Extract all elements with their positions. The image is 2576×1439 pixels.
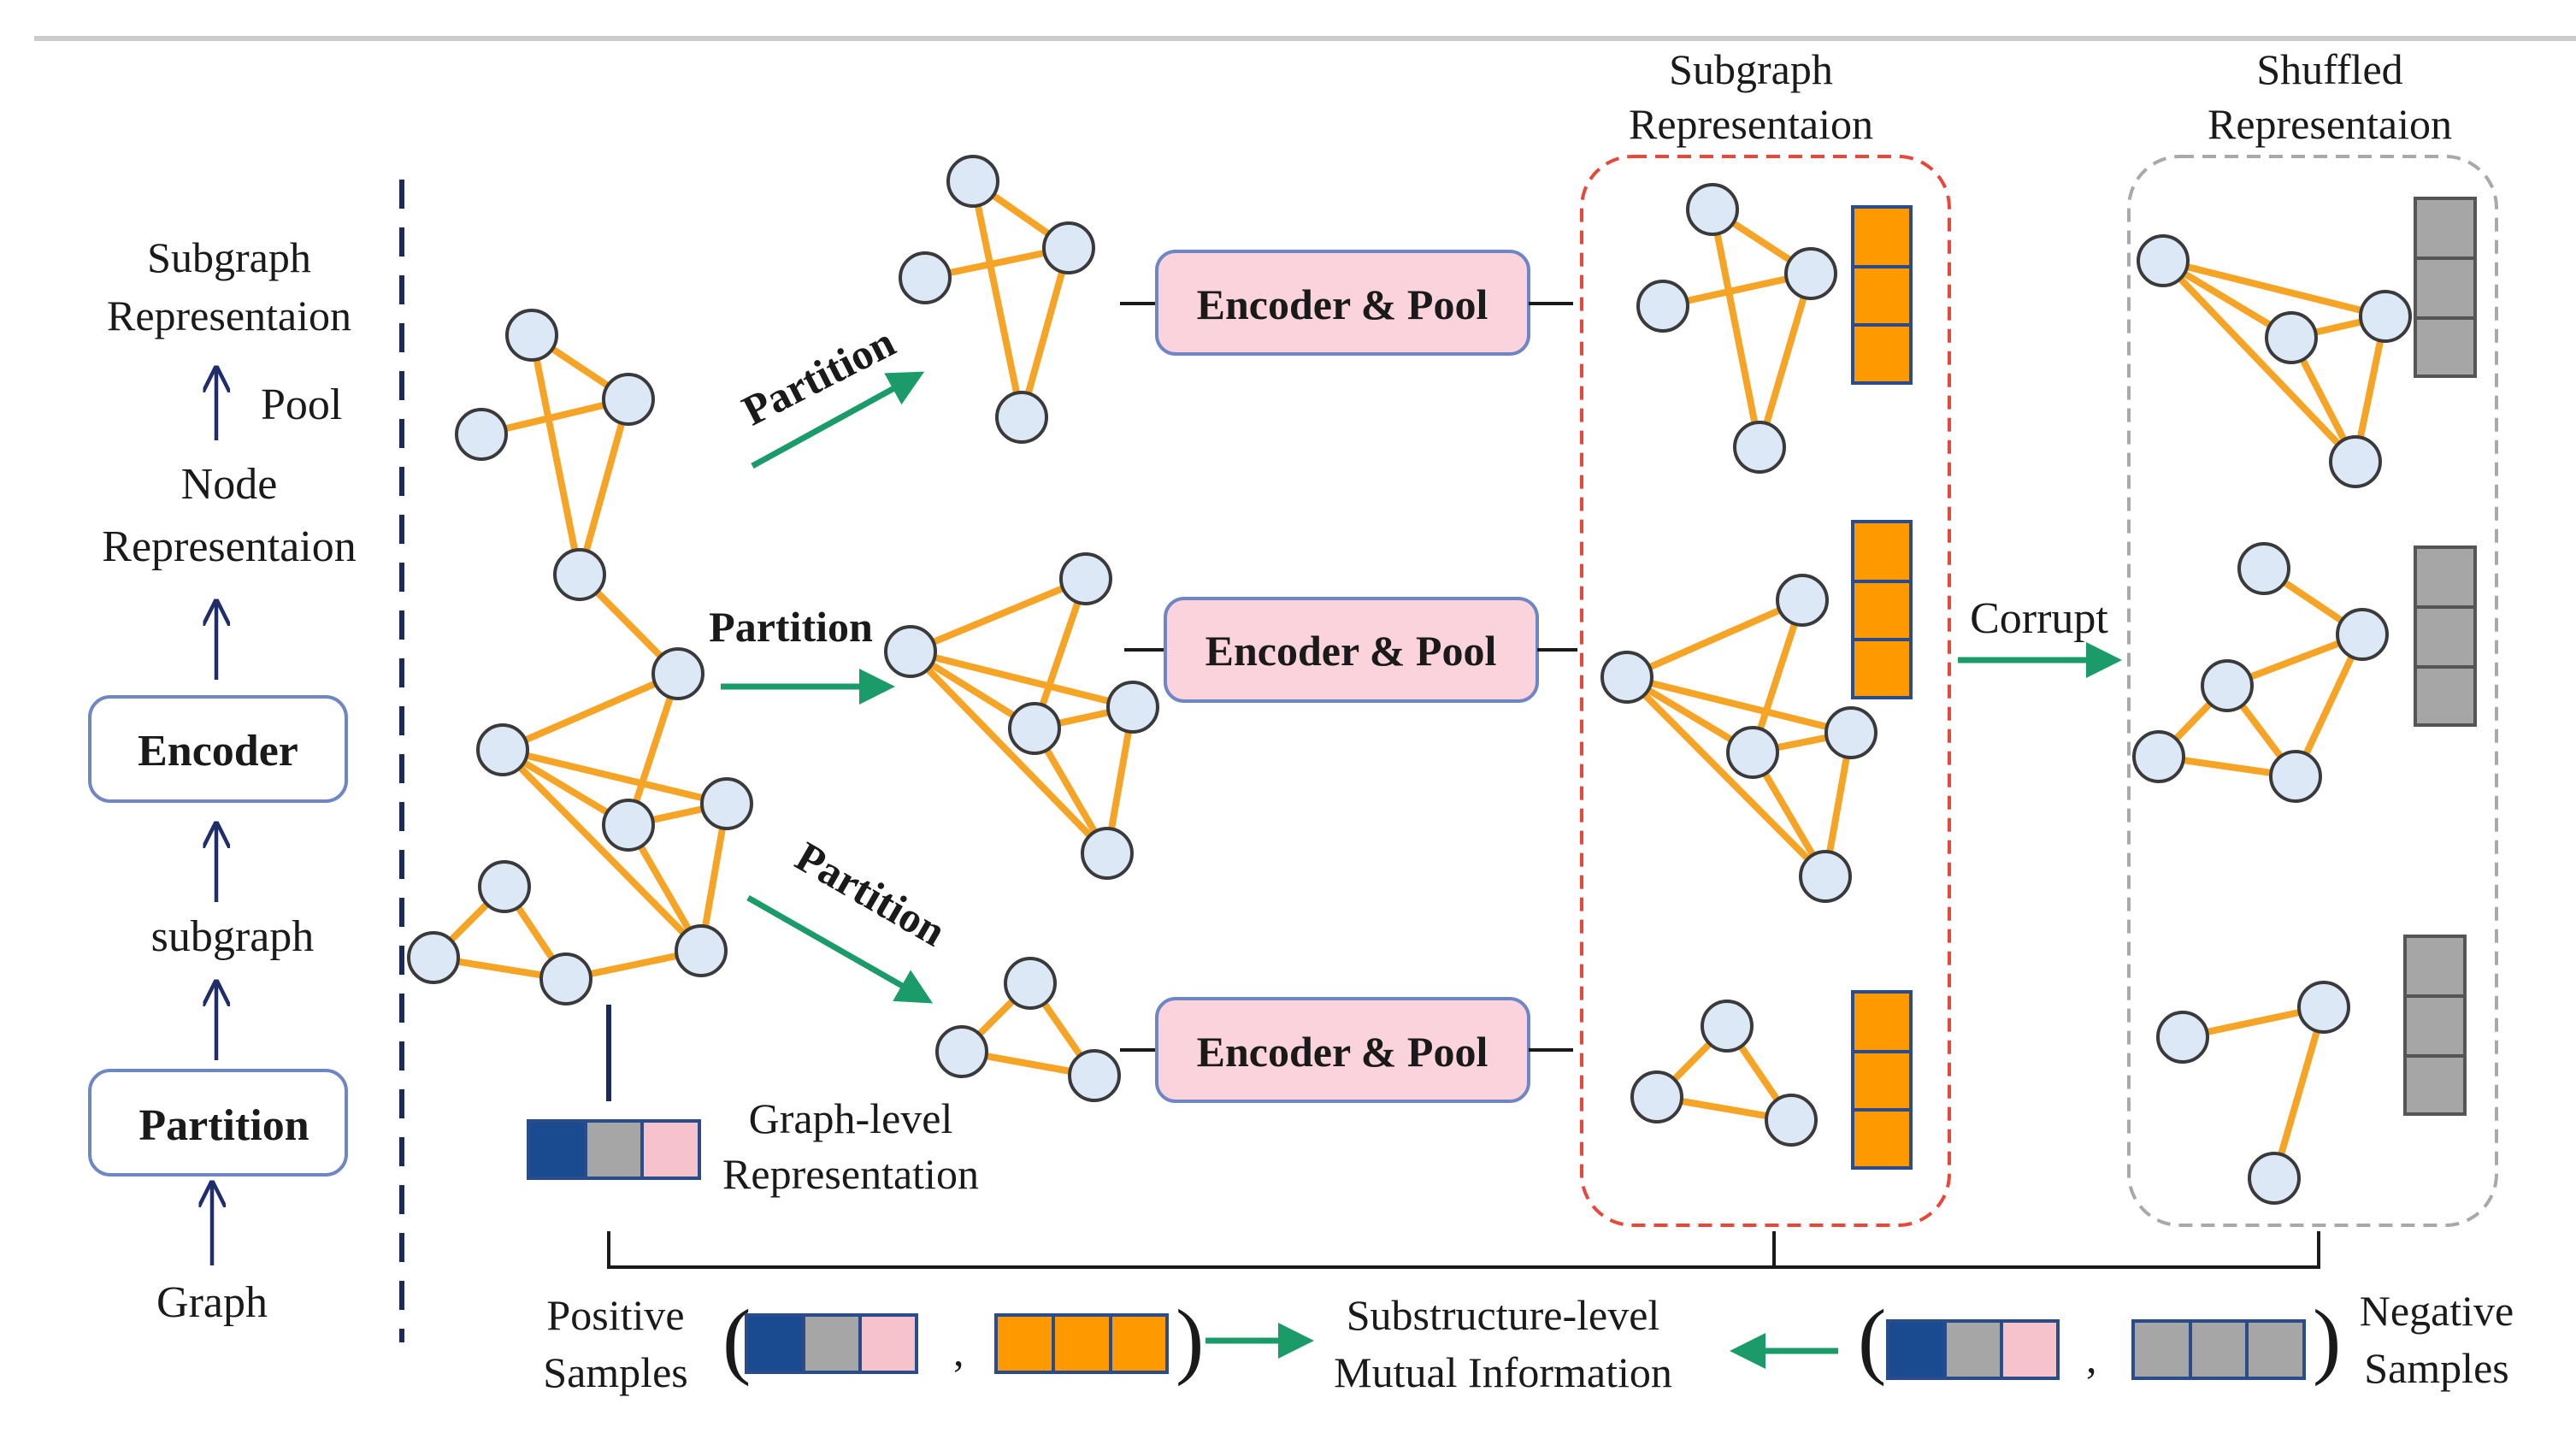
graph-level-repr-line1: Graph-level — [749, 1094, 953, 1142]
pipeline-subgraph-repr-line1: Subgraph — [147, 233, 311, 281]
shuffled-graph-bottom — [2156, 981, 2350, 1205]
subgraph-repr-panel — [1580, 155, 1951, 1227]
subgraph-top — [899, 155, 1095, 444]
pipeline-node-repr-line2: Representaion — [102, 522, 356, 571]
mutual-info-line1: Substructure-level — [1347, 1291, 1660, 1339]
mutual-info-line2: Mutual Information — [1334, 1348, 1672, 1396]
shuffled-repr-header-line1: Shuffled — [2256, 45, 2402, 93]
shuffled-vector-top — [2414, 197, 2477, 378]
partition-label-top: Partition — [734, 317, 902, 434]
pipeline-graph-label: Graph — [156, 1278, 268, 1327]
partition-arrow-top — [751, 371, 925, 469]
encoder-step-box — [88, 695, 348, 803]
pipeline-subgraph-repr-line2: Representaion — [107, 292, 351, 339]
original-graph — [407, 309, 753, 1006]
positive-graph-vector — [745, 1313, 918, 1374]
shuffled-vector-bottom — [2403, 935, 2467, 1116]
graph-level-vector — [527, 1119, 701, 1180]
enc-subgraph-middle — [1600, 574, 1877, 903]
positive-comma: , — [953, 1327, 964, 1375]
encoder-step-label: Encoder — [138, 727, 298, 776]
graph-level-repr-line2: Representation — [722, 1150, 979, 1198]
corrupt-label: Corrupt — [1970, 594, 2108, 643]
shuffled-graph-top — [2137, 234, 2412, 488]
shuffled-repr-panel — [2127, 155, 2498, 1227]
subgraph-vector-bottom — [1851, 990, 1913, 1170]
partition-step-label: Partition — [139, 1101, 309, 1150]
negative-close-bracket: ) — [2313, 1292, 2341, 1387]
positive-samples-line2: Samples — [543, 1348, 687, 1396]
negative-graph-vector — [1886, 1319, 2060, 1380]
partition-label-middle: Partition — [709, 603, 873, 651]
pipeline-node-repr-line1: Node — [181, 460, 278, 509]
shuffled-repr-header-line2: Representaion — [2208, 100, 2452, 148]
negative-shuffled-vector — [2131, 1319, 2306, 1380]
subgraph-bottom — [935, 957, 1121, 1102]
positive-close-bracket: ) — [1176, 1292, 1204, 1387]
negative-open-bracket: ( — [1858, 1292, 1886, 1387]
partition-step-box — [88, 1069, 348, 1177]
shuffled-vector-middle — [2414, 546, 2477, 727]
enc-subgraph-bottom — [1630, 1000, 1818, 1147]
positive-samples-line1: Positive — [546, 1291, 684, 1339]
bottom-connector — [607, 1231, 2320, 1269]
left-pipeline: Subgraph Representaion Pool Node Represe… — [88, 233, 357, 1327]
encoder-pool-label-top: Encoder & Pool — [1197, 280, 1488, 328]
negative-comma: , — [2086, 1334, 2097, 1382]
subgraph-middle — [884, 552, 1159, 880]
pipeline-pool-label: Pool — [261, 380, 342, 429]
encoder-pool-label-bottom: Encoder & Pool — [1197, 1028, 1488, 1076]
enc-subgraph-top — [1636, 183, 1837, 474]
subgraph-repr-header-line2: Representaion — [1629, 100, 1873, 148]
pipeline-subgraph-label: subgraph — [151, 912, 315, 961]
subgraph-vector-top — [1851, 205, 1913, 385]
positive-subgraph-vector — [994, 1313, 1169, 1374]
shuffled-graph-middle — [2132, 542, 2389, 803]
negative-samples-line2: Samples — [2364, 1344, 2508, 1392]
encoder-pool-label-middle: Encoder & Pool — [1205, 627, 1497, 675]
partition-arrow-bottom — [746, 894, 934, 1004]
subgraph-repr-header-line1: Subgraph — [1669, 45, 1833, 93]
subgraph-vector-middle — [1851, 520, 1913, 699]
negative-samples-line1: Negative — [2360, 1287, 2514, 1335]
